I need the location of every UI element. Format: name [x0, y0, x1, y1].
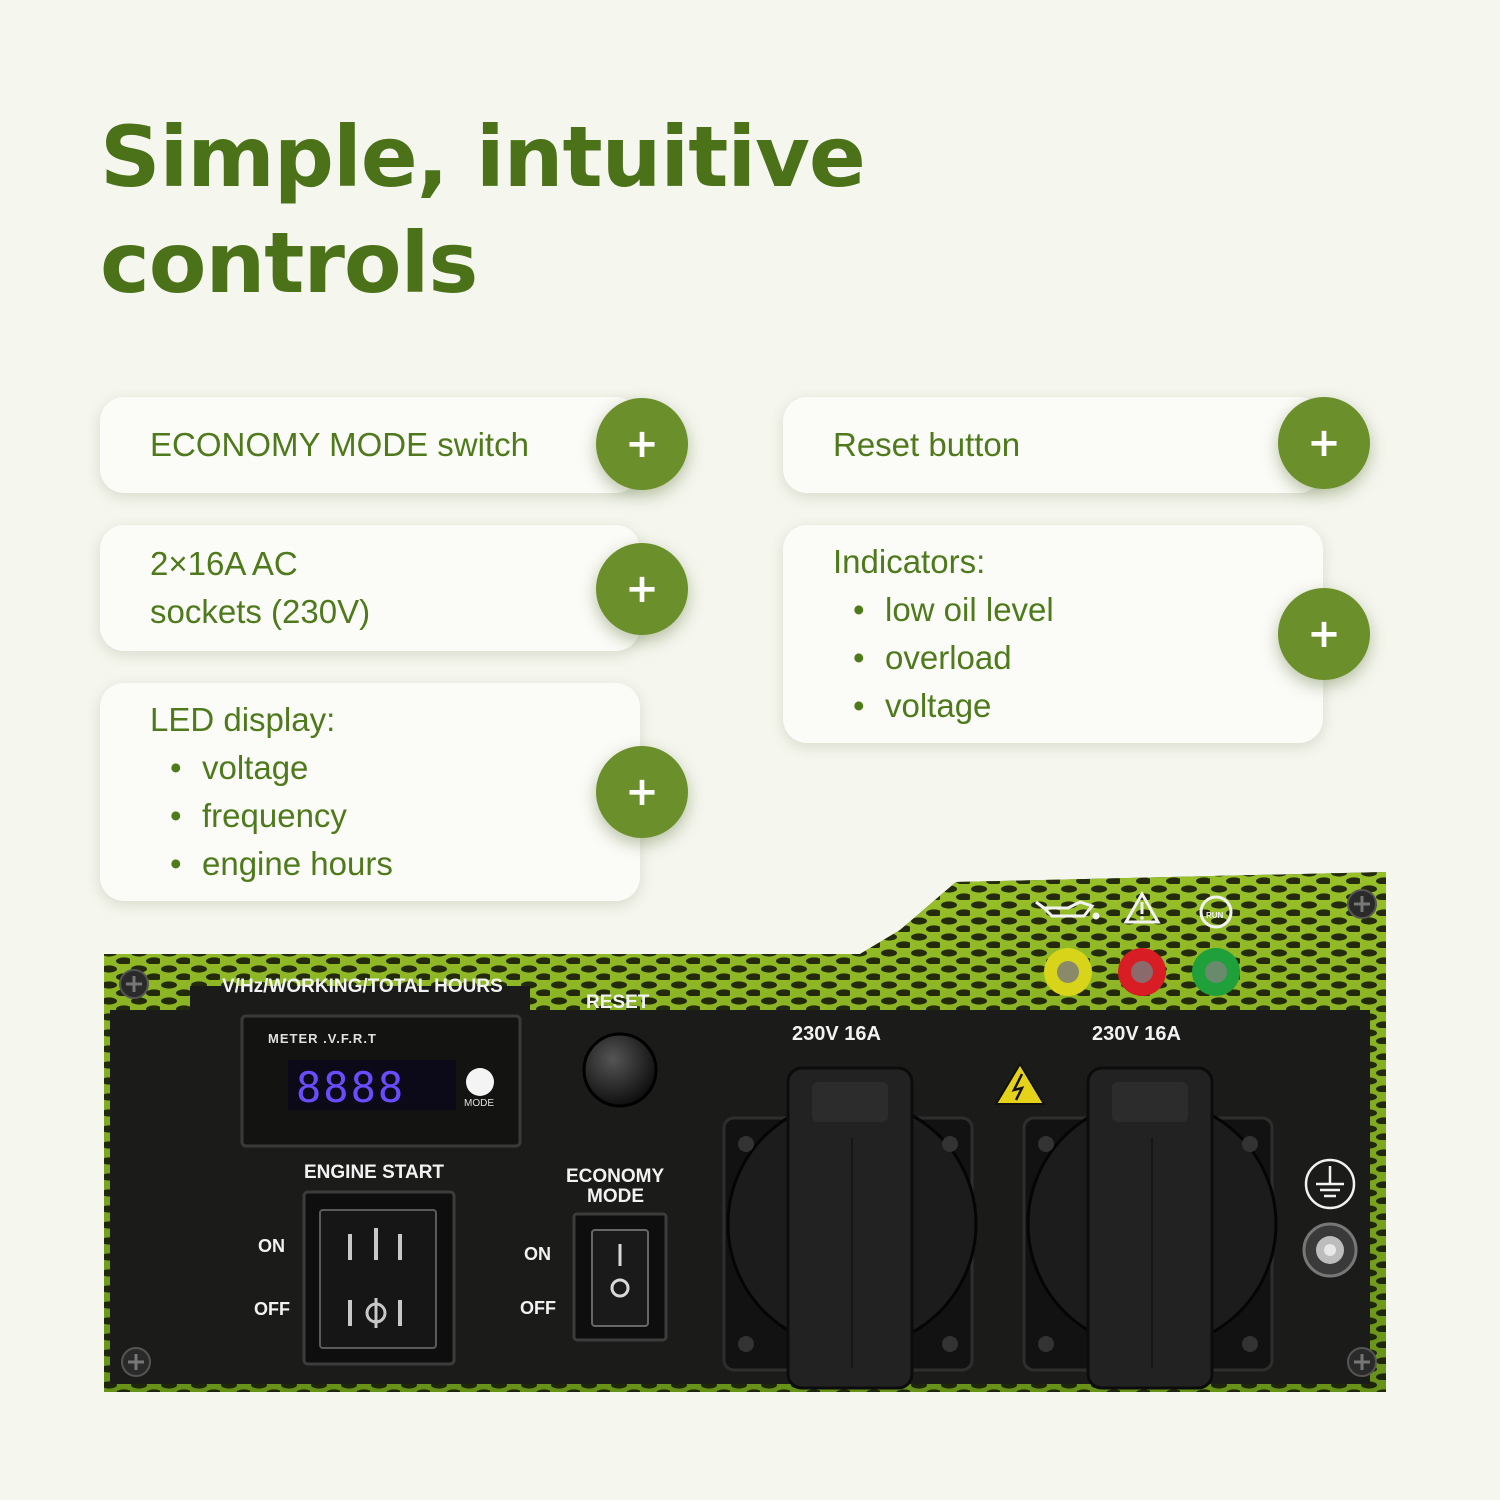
oil-indicator-lamp: [1044, 948, 1092, 996]
engine-start-switch[interactable]: [302, 1190, 456, 1366]
overload-indicator-lamp: [1118, 948, 1166, 996]
mode-button[interactable]: [466, 1068, 494, 1096]
feature-reset-label: Reset button: [833, 426, 1021, 463]
control-panel-image: V/Hz/WORKING/TOTAL HOURS METER .V.F.R.T …: [100, 868, 1390, 1400]
reset-expand-button[interactable]: +: [1278, 397, 1370, 489]
feature-card-reset: Reset button: [783, 397, 1323, 493]
display-expand-button[interactable]: +: [596, 746, 688, 838]
engine-on-label: ON: [258, 1236, 285, 1256]
feature-display-list: voltage frequency engine hours: [150, 744, 550, 888]
feature-card-economy-mode: ECONOMY MODE switch: [100, 397, 640, 493]
feature-card-led-display: LED display: voltage frequency engine ho…: [100, 683, 640, 901]
list-item: engine hours: [170, 840, 550, 888]
reset-button[interactable]: [582, 1032, 658, 1108]
mode-label: MODE: [464, 1098, 494, 1109]
feature-economy-label: ECONOMY MODE switch: [150, 426, 529, 463]
socket-2[interactable]: [1022, 1066, 1278, 1390]
feature-sockets-line1: 2×16A AC: [150, 545, 298, 582]
feature-card-indicators: Indicators: low oil level overload volta…: [783, 525, 1323, 743]
economy-expand-button[interactable]: +: [596, 398, 688, 490]
economy-label-1: ECONOMY: [566, 1166, 665, 1187]
led-display-value: 8888: [296, 1063, 405, 1112]
feature-sockets-line2: sockets (230V): [150, 593, 371, 630]
page-title: Simple, intuitive controls: [100, 108, 866, 312]
engine-off-label: OFF: [254, 1299, 290, 1319]
economy-off-label: OFF: [520, 1298, 556, 1318]
run-indicator-lamp: [1192, 948, 1240, 996]
feature-display-heading: LED display:: [150, 701, 336, 738]
feature-indicators-list: low oil level overload voltage: [833, 586, 1233, 730]
run-icon: RUN: [1199, 895, 1233, 929]
socket-1[interactable]: [722, 1066, 978, 1390]
list-item: voltage: [853, 682, 1233, 730]
run-label: RUN: [1206, 911, 1224, 920]
warning-triangle-icon: [1123, 890, 1161, 924]
economy-on-label: ON: [524, 1244, 551, 1264]
screw-icon: [119, 889, 1377, 1377]
economy-label-2: MODE: [587, 1186, 644, 1207]
economy-mode-switch[interactable]: [572, 1212, 668, 1342]
list-item: frequency: [170, 792, 550, 840]
sockets-expand-button[interactable]: +: [596, 543, 688, 635]
led-display-window: [288, 1060, 456, 1110]
ground-terminal[interactable]: [1302, 1222, 1358, 1278]
ground-icon: [1304, 1158, 1356, 1210]
engine-start-label: ENGINE START: [304, 1162, 444, 1183]
feature-card-sockets: 2×16A AC sockets (230V): [100, 525, 640, 651]
list-item: overload: [853, 634, 1233, 682]
meter-label: METER .V.F.R.T: [268, 1031, 377, 1046]
indicators-expand-button[interactable]: +: [1278, 588, 1370, 680]
list-item: voltage: [170, 744, 550, 792]
high-voltage-icon: [994, 1062, 1046, 1105]
oil-can-icon: [1035, 900, 1100, 920]
reset-label: RESET: [586, 992, 650, 1013]
meter-header-label: V/Hz/WORKING/TOTAL HOURS: [222, 976, 503, 997]
socket-2-label: 230V 16A: [1092, 1023, 1181, 1045]
socket-1-label: 230V 16A: [792, 1023, 881, 1045]
list-item: low oil level: [853, 586, 1233, 634]
feature-indicators-heading: Indicators:: [833, 543, 986, 580]
